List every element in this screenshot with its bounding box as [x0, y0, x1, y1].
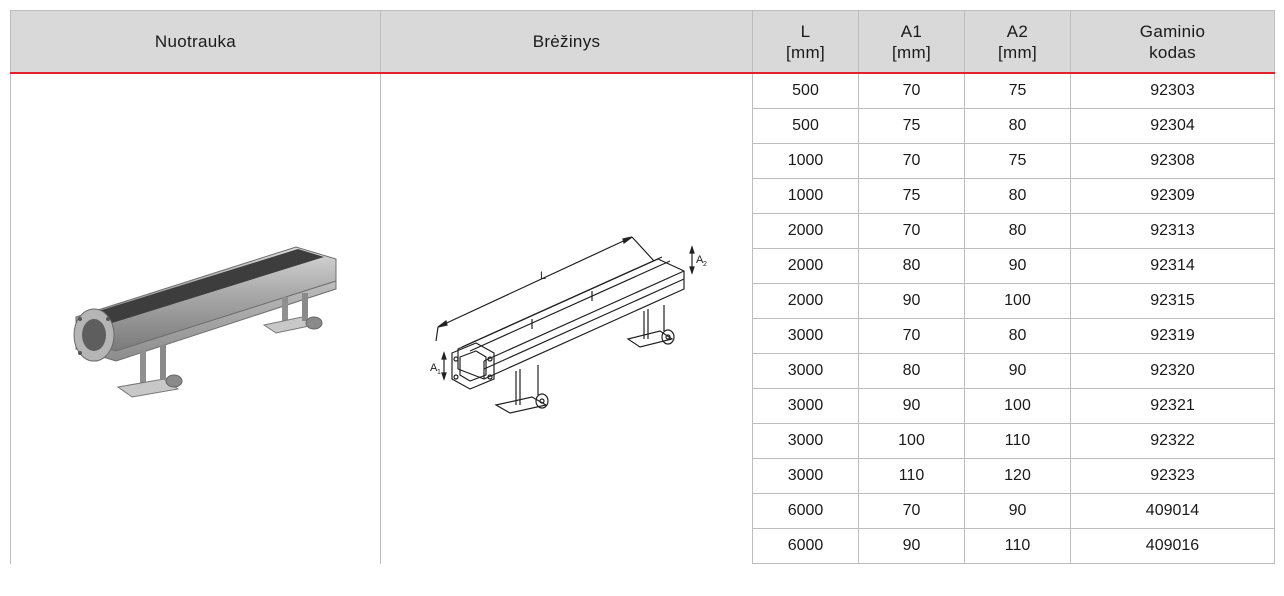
cell-product-code: 92320	[1070, 353, 1275, 389]
cell-a1: 90	[858, 388, 965, 424]
cell-product-code: 92304	[1070, 108, 1275, 144]
cell-a1: 90	[858, 283, 965, 319]
header-code-line2: kodas	[1149, 42, 1196, 62]
cell-product-code: 92315	[1070, 283, 1275, 319]
drawing-label-a2: A	[696, 254, 704, 266]
cell-length: 500	[752, 72, 859, 109]
cell-length: 6000	[752, 528, 859, 564]
header-product-code: Gaminio kodas	[1070, 10, 1275, 74]
cell-a2: 75	[964, 72, 1071, 109]
drawing-label-l: L	[540, 270, 546, 282]
cell-a2: 90	[964, 353, 1071, 389]
cell-length: 500	[752, 108, 859, 144]
header-code-line1: Gaminio	[1139, 21, 1206, 41]
cell-a1: 70	[858, 72, 965, 109]
cell-a2: 90	[964, 493, 1071, 529]
header-length-unit: [mm]	[786, 42, 825, 62]
cell-length: 2000	[752, 283, 859, 319]
product-spec-table: Nuotrauka Brėžinys L [mm] A1 [mm] A2 [mm…	[10, 10, 1275, 564]
cell-product-code: 92321	[1070, 388, 1275, 424]
header-a1: A1 [mm]	[858, 10, 965, 74]
cell-a2: 80	[964, 178, 1071, 214]
cell-a1: 70	[858, 213, 965, 249]
cell-a1: 70	[858, 143, 965, 179]
product-photo-cell	[10, 72, 381, 564]
cell-a1: 110	[858, 458, 965, 494]
cell-a2: 75	[964, 143, 1071, 179]
cell-product-code: 409016	[1070, 528, 1275, 564]
header-a1-name: A1	[900, 21, 923, 41]
cell-a2: 100	[964, 283, 1071, 319]
cell-a2: 100	[964, 388, 1071, 424]
cell-product-code: 92313	[1070, 213, 1275, 249]
cell-product-code: 92309	[1070, 178, 1275, 214]
cell-product-code: 92314	[1070, 248, 1275, 284]
cell-length: 3000	[752, 353, 859, 389]
cell-length: 3000	[752, 318, 859, 354]
cell-length: 1000	[752, 178, 859, 214]
header-a1-unit: [mm]	[892, 42, 931, 62]
cell-a2: 80	[964, 213, 1071, 249]
cell-a1: 80	[858, 248, 965, 284]
cell-product-code: 92323	[1070, 458, 1275, 494]
cell-length: 2000	[752, 213, 859, 249]
cell-a2: 90	[964, 248, 1071, 284]
drawing-label-a1: A	[430, 362, 438, 374]
cell-length: 3000	[752, 423, 859, 459]
header-a2-unit: [mm]	[998, 42, 1037, 62]
header-a2-name: A2	[1006, 21, 1029, 41]
cell-product-code: 409014	[1070, 493, 1275, 529]
header-photo: Nuotrauka	[10, 10, 381, 74]
cell-length: 1000	[752, 143, 859, 179]
cell-a1: 80	[858, 353, 965, 389]
cell-a1: 90	[858, 528, 965, 564]
table-row: L A 1 A 2 500 70 75 92303	[10, 72, 1275, 564]
header-length-name: L	[800, 21, 811, 41]
drawing-label-a2-sub: 2	[703, 261, 707, 268]
cell-product-code: 92322	[1070, 423, 1275, 459]
cell-a1: 70	[858, 493, 965, 529]
cell-a2: 120	[964, 458, 1071, 494]
technical-drawing: L A 1 A 2	[430, 236, 707, 414]
cell-product-code: 92303	[1070, 72, 1275, 109]
cell-product-code: 92319	[1070, 318, 1275, 354]
table-header-row: Nuotrauka Brėžinys L [mm] A1 [mm] A2 [mm…	[10, 10, 1275, 74]
cell-length: 3000	[752, 458, 859, 494]
cell-product-code: 92308	[1070, 143, 1275, 179]
cell-a2: 110	[964, 528, 1071, 564]
cell-a2: 80	[964, 108, 1071, 144]
cell-a1: 75	[858, 178, 965, 214]
cell-length: 2000	[752, 248, 859, 284]
product-spec-table-wrapper: Nuotrauka Brėžinys L [mm] A1 [mm] A2 [mm…	[10, 10, 1275, 564]
drawing-label-a1-sub: 1	[437, 369, 441, 376]
cell-a1: 100	[858, 423, 965, 459]
technical-drawing-cell: L A 1 A 2	[380, 72, 753, 564]
cell-a2: 80	[964, 318, 1071, 354]
cell-a1: 75	[858, 108, 965, 144]
product-photo	[73, 246, 336, 398]
cell-length: 6000	[752, 493, 859, 529]
cell-a1: 70	[858, 318, 965, 354]
cell-a2: 110	[964, 423, 1071, 459]
header-length: L [mm]	[752, 10, 859, 74]
header-drawing: Brėžinys	[380, 10, 753, 74]
header-a2: A2 [mm]	[964, 10, 1071, 74]
cell-length: 3000	[752, 388, 859, 424]
